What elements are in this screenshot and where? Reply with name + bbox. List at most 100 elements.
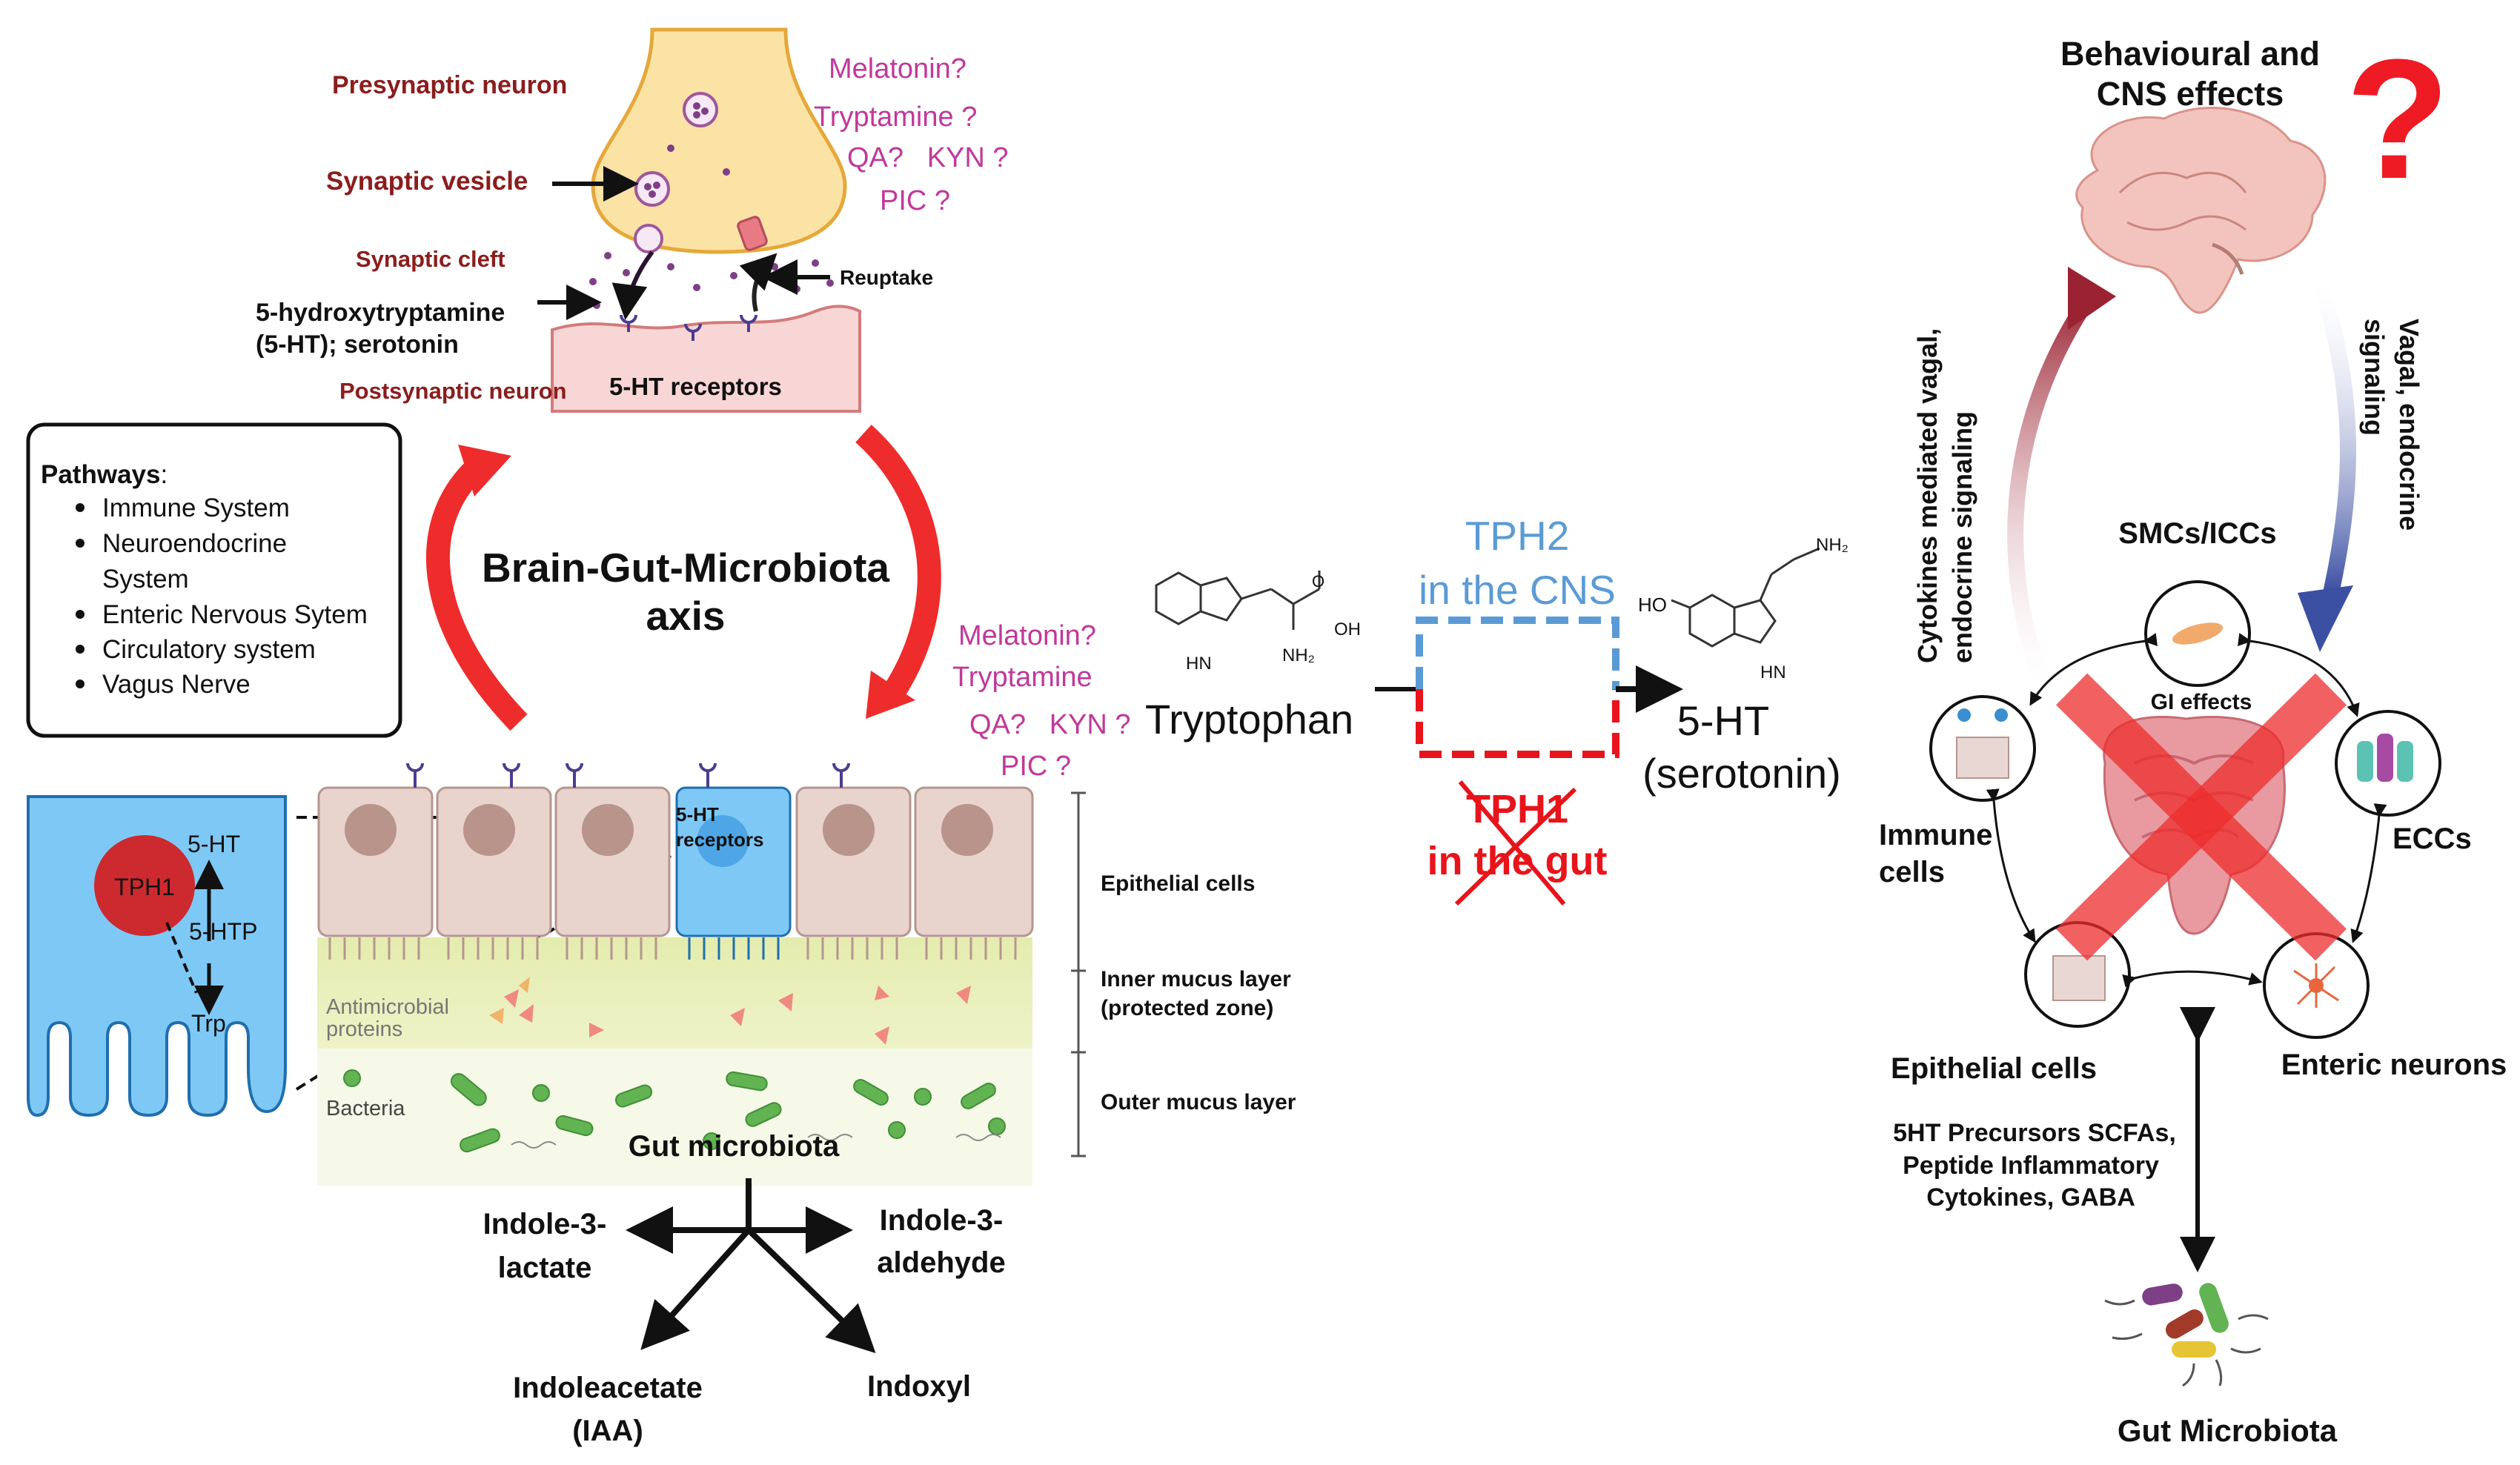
pathways-box: Pathways: Immune System Neuroendocrine S… [26, 422, 402, 738]
gut-microbiota-label: Gut microbiota [629, 1130, 840, 1163]
synaptic-vesicle-label: Synaptic vesicle [326, 167, 528, 196]
indoleacetate-line2: (IAA) [572, 1415, 643, 1447]
indole-branches [626, 1178, 876, 1354]
question-mark: ? [2346, 24, 2450, 214]
reuptake-label: Reuptake [840, 266, 933, 289]
gut-epithelium [317, 763, 1034, 1186]
tryptophan-hn: HN [1186, 654, 1212, 674]
outer-mucus-label: Outer mucus layer [1101, 1090, 1296, 1114]
serotonin-label-line1: 5-hydroxytryptamine [256, 299, 505, 327]
precursors-line3: Cytokines, GABA [1926, 1183, 2135, 1212]
eccs-label: ECCs [2393, 823, 2472, 855]
brain-icon [2075, 107, 2327, 314]
ec-trp-label: Trp [191, 1010, 226, 1037]
metabolite-qa-kyn: QA? KYN ? [847, 142, 1009, 173]
serotonin-structure [1671, 547, 1820, 648]
tph2-label-line1: TPH2 [1465, 513, 1570, 559]
epithelial-cells-label: Epithelial cells [1891, 1052, 2097, 1085]
gut-metabolite-melatonin: Melatonin? [958, 620, 1096, 651]
bacteria-icon [2104, 1283, 2269, 1387]
tryptophan-o: O [1312, 572, 1324, 591]
indole-aldehyde-line1: Indole-3- [880, 1204, 1004, 1237]
vagal-signaling-line1: Vagal, endocrine [2394, 319, 2424, 531]
indoleacetate-line1: Indoleacetate [513, 1372, 703, 1404]
metabolite-melatonin: Melatonin? [829, 53, 966, 84]
axis-title-line1: Brain-Gut-Microbiota [482, 545, 889, 591]
metabolite-tryptamine: Tryptamine ? [814, 102, 977, 133]
tryptophan-oh: OH [1334, 619, 1361, 640]
receptors-label: 5-HT receptors [609, 373, 782, 400]
gi-effects-label: GI effects [2151, 690, 2252, 714]
enteric-neurons-label: Enteric neurons [2281, 1049, 2507, 1081]
axis-title-line2: axis [646, 593, 725, 639]
cytokines-signaling-line1: Cytokines mediated vagal, [1912, 328, 1943, 663]
behaviour-label-line1: Behavioural and [2060, 35, 2320, 73]
tph2-label-line2: in the CNS [1419, 567, 1616, 613]
layer-brackets [1071, 791, 1086, 1157]
indole-lactate-line1: Indole-3- [483, 1208, 607, 1240]
vagal-signaling-line2: signaling [2359, 319, 2390, 436]
indoxyl-label: Indoxyl [867, 1370, 971, 1403]
antimicrobial-label-line2: proteins [326, 1017, 402, 1041]
gut-microbiota-right-label: Gut Microbiota [2118, 1413, 2338, 1448]
synaptic-cleft-label: Synaptic cleft [356, 246, 505, 272]
serotonin-ho: HO [1638, 594, 1667, 616]
postsynaptic-neuron-label: Postsynaptic neuron [339, 378, 567, 404]
immune-label-line2: cells [1879, 856, 1945, 888]
ec-5htp-label: 5-HTP [189, 918, 257, 945]
metabolite-pic: PIC ? [880, 185, 950, 216]
antimicrobial-label-line1: Antimicrobial [326, 995, 449, 1019]
cycle-circles [1929, 580, 2441, 1039]
pathway-item: Enteric Nervous Sytem [102, 600, 368, 629]
product-serotonin-label: (serotonin) [1642, 750, 1841, 797]
presynaptic-terminal [591, 27, 847, 254]
epithelial-layer-label: Epithelial cells [1101, 871, 1255, 896]
ec-receptors-label-line2: receptors [676, 828, 764, 851]
indole-aldehyde-line2: aldehyde [877, 1246, 1005, 1279]
synaptic-vesicle [634, 171, 670, 207]
inner-mucus-label-line2: (protected zone) [1101, 996, 1273, 1020]
pathway-item: Neuroendocrine [102, 529, 287, 558]
synapse-illustration [537, 27, 861, 413]
gut-metabolite-tryptamine: Tryptamine [952, 662, 1092, 693]
serotonin-label-line2: (5-HT); serotonin [256, 330, 459, 359]
behaviour-label-line2: CNS effects [2097, 75, 2284, 113]
cytokines-signaling-line2: endocrine signaling [1947, 411, 1977, 663]
bacteria-label: Bacteria [326, 1097, 405, 1120]
pathway-item-continued: System [102, 565, 189, 594]
axis-signaling-arrows [2007, 267, 2356, 693]
precursors-line2: Peptide Inflammatory [1903, 1152, 2159, 1180]
enterochromaffin-cell [27, 795, 287, 1117]
postsynaptic-membrane [551, 305, 861, 413]
synapse-metabolites: Melatonin? Tryptamine ? QA? KYN ? PIC ? [814, 53, 1009, 216]
axis-arrows [426, 425, 941, 731]
immune-label-line1: Immune [1879, 819, 1992, 851]
presynaptic-neuron-label: Presynaptic neuron [332, 71, 567, 99]
tryptophan-structure [1155, 571, 1321, 630]
ec-receptors-label-line1: 5-HT [676, 803, 719, 825]
indole-lactate-line2: lactate [498, 1252, 592, 1284]
product-5ht-label: 5-HT [1677, 697, 1769, 744]
pathway-item: Vagus Nerve [102, 670, 251, 699]
gut-metabolite-qa-kyn: QA? KYN ? [969, 709, 1131, 740]
serotonin-hn: HN [1760, 662, 1786, 682]
ec-5ht-label: 5-HT [188, 831, 240, 857]
cycle-arrows [1986, 633, 2387, 988]
gut-metabolite-pic: PIC ? [1001, 751, 1071, 782]
gut-metabolites: Melatonin? Tryptamine QA? KYN ? PIC ? [952, 620, 1131, 782]
enzyme-box [1375, 617, 1683, 758]
svg-text:Pathways:: Pathways: [41, 460, 168, 489]
gut-organ-crossed [2055, 673, 2347, 961]
smcs-label: SMCs/ICCs [2118, 517, 2276, 550]
tryptophan-label: Tryptophan [1145, 696, 1353, 743]
pathway-item: Circulatory system [102, 635, 316, 664]
tryptophan-nh2: NH₂ [1282, 645, 1315, 665]
pathway-item: Immune System [102, 494, 290, 522]
pathways-title: Pathways [41, 460, 160, 489]
precursors-line1: 5HT Precursors SCFAs, [1893, 1119, 2176, 1147]
epithelial-cell-row [317, 786, 1034, 937]
tph1-label: TPH1 [114, 874, 175, 900]
serotonin-nh2: NH₂ [1816, 535, 1848, 555]
tph1-cross-out [1454, 780, 1577, 906]
